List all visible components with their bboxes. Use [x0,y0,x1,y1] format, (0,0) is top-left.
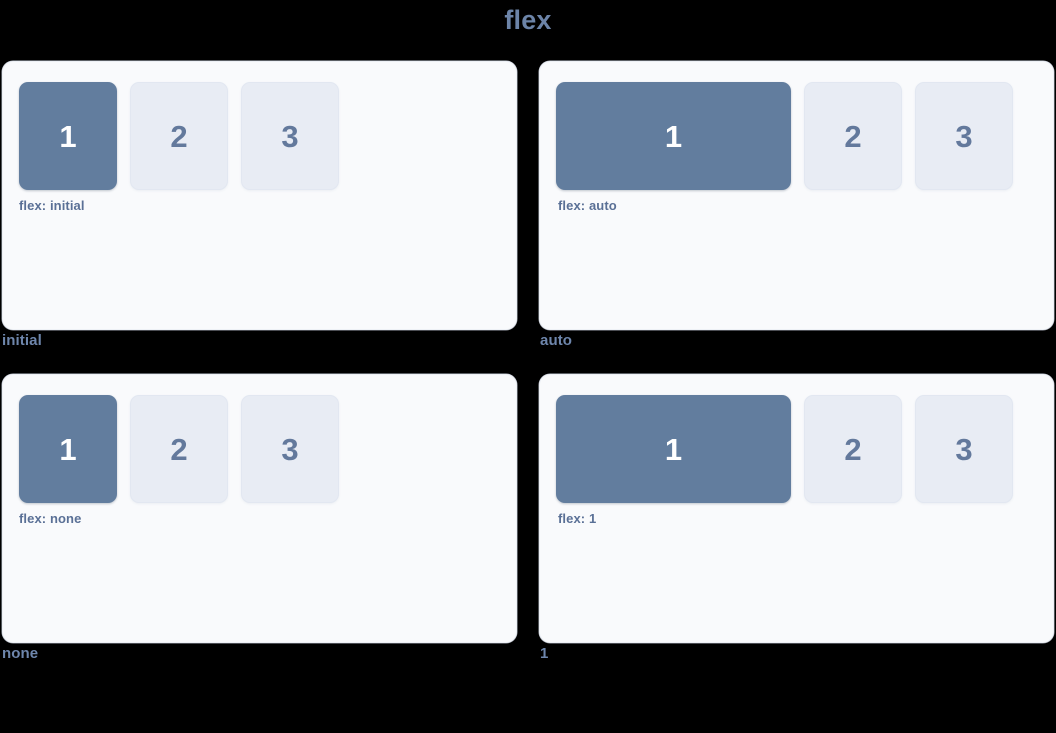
flex-item-2[interactable]: 2 [130,395,228,503]
demo-panel-initial: 1 2 3 flex: initial [2,61,517,330]
flex-item-1[interactable]: 1 [19,82,117,190]
flex-item-3[interactable]: 3 [915,395,1013,503]
flex-item-1[interactable]: 1 [19,395,117,503]
demo-cell-auto: 1 2 3 flex: auto auto [539,61,1054,348]
flex-item-3[interactable]: 3 [241,82,339,190]
flex-item-3[interactable]: 3 [241,395,339,503]
flex-item-2[interactable]: 2 [804,395,902,503]
demo-caption-auto: auto [540,332,573,349]
flex-container-none: 1 2 3 [19,395,500,503]
demo-cell-one: 1 2 3 flex: 1 1 [539,374,1054,661]
demo-note-auto: flex: auto [558,198,617,213]
flex-item-2[interactable]: 2 [130,82,228,190]
demo-cell-none: 1 2 3 flex: none none [2,374,517,661]
demo-caption-none: none [2,645,39,662]
flex-container-one: 1 2 3 [556,395,1037,503]
demo-note-one: flex: 1 [558,511,597,526]
page-title: flex [504,5,552,35]
flex-container-auto: 1 2 3 [556,82,1037,190]
demo-note-initial: flex: initial [19,198,85,213]
flex-item-2[interactable]: 2 [804,82,902,190]
demo-caption-one: 1 [540,645,549,662]
flex-item-3[interactable]: 3 [915,82,1013,190]
demo-panel-one: 1 2 3 flex: 1 [539,374,1054,643]
demo-note-none: flex: none [19,511,82,526]
demo-panel-none: 1 2 3 flex: none [2,374,517,643]
demo-cell-initial: 1 2 3 flex: initial initial [2,61,517,348]
demo-grid: 1 2 3 flex: initial initial 1 2 3 flex: … [2,61,1054,661]
flex-item-1[interactable]: 1 [556,82,791,190]
flex-container-initial: 1 2 3 [19,82,500,190]
demo-panel-auto: 1 2 3 flex: auto [539,61,1054,330]
demo-caption-initial: initial [2,332,42,349]
flex-item-1[interactable]: 1 [556,395,791,503]
